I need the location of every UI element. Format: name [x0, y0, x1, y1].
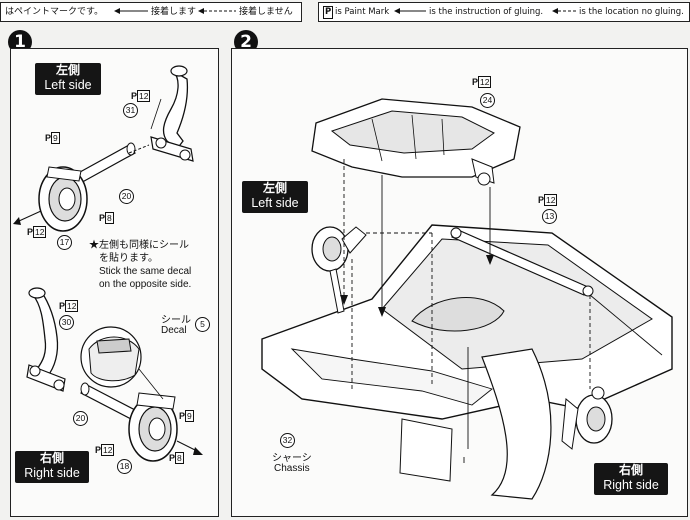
- left-side-label-2: 左側 Left side: [242, 181, 308, 213]
- part-number: 18: [117, 459, 132, 474]
- legend-p-mark: P: [323, 6, 334, 19]
- left-side-label-1: 左側 Left side: [35, 63, 101, 95]
- legend-jp-gluing: 接着します: [151, 7, 197, 17]
- step-1-panel: 左側 Left side 右側 Right side: [10, 48, 219, 517]
- legend-en-paint: is Paint Mark: [335, 7, 390, 17]
- legend-en-gluing: is the instruction of gluing.: [429, 7, 544, 17]
- step-1-drawing: [13, 65, 203, 462]
- step-2-drawing: [261, 98, 673, 500]
- part-number: 17: [57, 235, 72, 250]
- decal-label-en: Decal: [161, 325, 187, 336]
- part-number: 31: [123, 103, 138, 118]
- part-number: 13: [542, 209, 557, 224]
- legend-bar: はペイントマークです。 接着します 接着しません P is Paint Mark…: [0, 0, 690, 26]
- decal-note: ★左側も同様にシール を貼ります。 Stick the same decal o…: [89, 240, 192, 290]
- legend-en-no-gluing: is the location no gluing.: [579, 7, 684, 17]
- part-number: 20: [73, 411, 88, 426]
- part-number: 32: [280, 433, 295, 448]
- legend-jp-no-gluing: 接着しません: [239, 7, 293, 17]
- part-number: 5: [195, 317, 210, 332]
- legend-jp: はペイントマークです。 接着します 接着しません: [0, 2, 302, 22]
- part-number: 24: [480, 93, 495, 108]
- chassis-label-jp: シャーシ: [272, 453, 312, 464]
- part-number: 20: [119, 189, 134, 204]
- right-side-label-1: 右側 Right side: [15, 451, 89, 483]
- legend-arrows: [114, 8, 576, 14]
- decal-label-jp: シール: [161, 315, 191, 326]
- legend-en: P is Paint Mark is the instruction of gl…: [318, 2, 690, 22]
- legend-jp-prefix: はペイントマークです。: [5, 7, 104, 17]
- part-number: 30: [59, 315, 74, 330]
- chassis-label-en: Chassis: [274, 463, 310, 474]
- right-side-label-2: 右側 Right side: [594, 463, 668, 495]
